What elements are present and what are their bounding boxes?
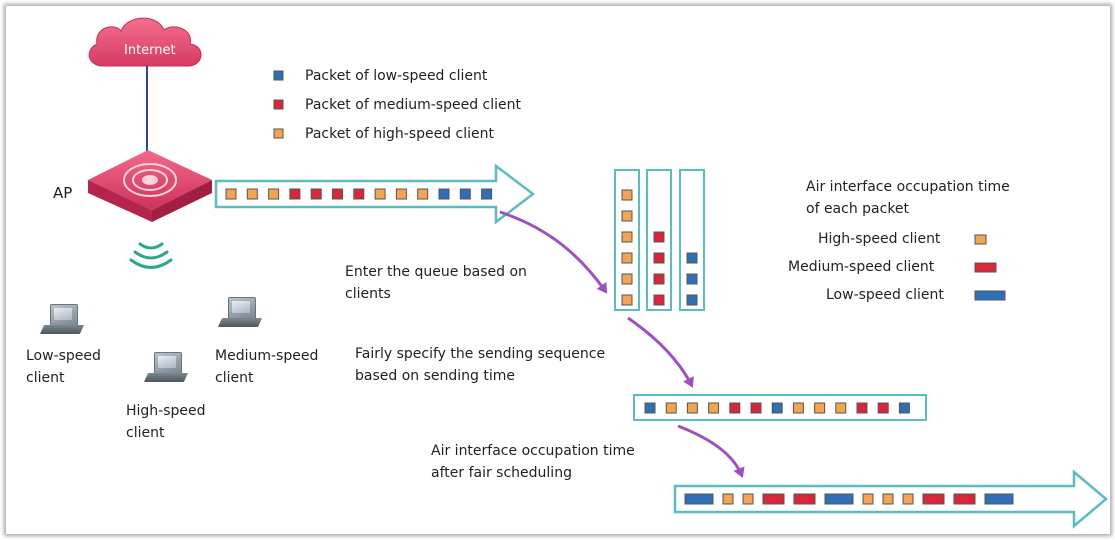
air-time-packets bbox=[684, 493, 1014, 505]
flow-arrow-air-time bbox=[677, 424, 745, 478]
legend-right-swatch-low bbox=[974, 290, 1006, 301]
legend-right-label-low: Low-speed client bbox=[826, 287, 944, 303]
legend-top-label-low: Packet of low-speed client bbox=[305, 68, 488, 84]
air-packet-low bbox=[684, 493, 714, 505]
step-air-after-line1: Air interface occupation time bbox=[431, 443, 635, 459]
scheduled-packet-medium bbox=[877, 402, 889, 414]
incoming-arrow bbox=[214, 163, 536, 225]
client-low-label-line1: Low-speed bbox=[26, 348, 101, 364]
scheduled-packet-medium bbox=[729, 402, 741, 414]
figure-frame bbox=[6, 6, 1110, 534]
scheduled-packet-low bbox=[898, 402, 910, 414]
legend-top-label-high: Packet of high-speed client bbox=[305, 126, 494, 142]
queue-packet-high bbox=[621, 231, 633, 243]
packet-low bbox=[438, 188, 450, 200]
air-packet-medium bbox=[762, 493, 785, 505]
legend-top-swatch-low bbox=[273, 70, 284, 81]
scheduled-packet-low bbox=[771, 402, 783, 414]
client-high-label-line2: client bbox=[126, 425, 165, 441]
internet-label: Internet bbox=[124, 43, 176, 58]
scheduled-packet-high bbox=[665, 402, 677, 414]
incoming-packets bbox=[225, 188, 493, 200]
packet-medium bbox=[310, 188, 322, 200]
laptop-icon bbox=[217, 297, 264, 331]
flow-arrow-enter-queue bbox=[499, 210, 608, 294]
queue-low-box bbox=[679, 169, 705, 311]
client-high-label-line1: High-speed bbox=[126, 403, 206, 419]
scheduled-packet-medium bbox=[856, 402, 868, 414]
air-packet-high bbox=[882, 493, 894, 505]
queue-packet-medium bbox=[653, 252, 665, 264]
air-packet-high bbox=[722, 493, 734, 505]
ap-label: AP bbox=[53, 184, 73, 202]
laptop-icon bbox=[143, 352, 190, 386]
access-point-icon bbox=[88, 150, 212, 222]
step-fairly-line1: Fairly specify the sending sequence bbox=[355, 346, 606, 362]
scheduled-packet-medium bbox=[750, 402, 762, 414]
scheduled-packet-low bbox=[644, 402, 656, 414]
scheduled-packet-high bbox=[835, 402, 847, 414]
queue-packet-high bbox=[621, 189, 633, 201]
queue-packet-high bbox=[621, 273, 633, 285]
packet-medium bbox=[332, 188, 343, 200]
queue-packet-high bbox=[621, 252, 633, 264]
packet-high bbox=[246, 188, 258, 200]
air-packet-high bbox=[862, 493, 874, 505]
laptop-icon bbox=[39, 304, 86, 338]
queue-packet-low bbox=[686, 294, 698, 306]
packet-low bbox=[459, 188, 471, 200]
legend-right-title-line2: of each packet bbox=[806, 201, 910, 217]
packet-medium bbox=[289, 188, 301, 200]
air-packet-medium bbox=[793, 493, 816, 505]
flow-arrow-fair-schedule bbox=[627, 316, 694, 388]
packet-medium bbox=[353, 188, 365, 200]
client-medium-label-line2: client bbox=[215, 370, 254, 386]
step-air-after-line2: after fair scheduling bbox=[431, 465, 572, 481]
queue-packet-high bbox=[621, 210, 633, 222]
step-enter-queue-line1: Enter the queue based on bbox=[345, 264, 527, 280]
air-packet-medium bbox=[953, 493, 976, 505]
legend-top-swatch-high bbox=[273, 128, 284, 139]
step-enter-queue-line2: clients bbox=[345, 286, 391, 302]
cloud-icon bbox=[88, 17, 202, 67]
packet-low bbox=[481, 188, 493, 200]
packet-high bbox=[417, 188, 429, 200]
scheduled-packet-high bbox=[792, 402, 804, 414]
queue-packet-medium bbox=[653, 294, 665, 306]
scheduled-packet-high bbox=[708, 402, 720, 414]
wifi-signal-icon bbox=[129, 242, 173, 269]
packet-high bbox=[225, 188, 237, 200]
legend-right-swatch-medium bbox=[974, 262, 997, 273]
queue-packet-high bbox=[621, 294, 633, 306]
queue-packets bbox=[621, 189, 698, 306]
scheduled-packets bbox=[644, 402, 910, 414]
legend-right-label-high: High-speed client bbox=[818, 231, 941, 247]
legend-right-title-line1: Air interface occupation time bbox=[806, 179, 1010, 195]
air-packet-low bbox=[984, 493, 1014, 505]
packet-high bbox=[374, 188, 386, 200]
queue-packet-medium bbox=[653, 273, 665, 285]
legend-top-swatch-medium bbox=[273, 99, 284, 110]
legend-right-label-medium: Medium-speed client bbox=[788, 259, 935, 275]
packet-high bbox=[395, 188, 407, 200]
air-packet-low bbox=[824, 493, 854, 505]
legend-top-label-medium: Packet of medium-speed client bbox=[305, 97, 521, 113]
queue-packet-medium bbox=[653, 231, 665, 243]
queue-packet-low bbox=[686, 273, 698, 285]
air-packet-medium bbox=[922, 493, 945, 505]
client-low-label-line2: client bbox=[26, 370, 65, 386]
air-packet-high bbox=[902, 493, 914, 505]
queue-packet-low bbox=[686, 252, 698, 264]
air-packet-high bbox=[742, 493, 754, 505]
packet-high bbox=[268, 188, 280, 200]
scheduled-packet-high bbox=[686, 402, 698, 414]
step-fairly-line2: based on sending time bbox=[355, 368, 515, 384]
client-medium-label-line1: Medium-speed bbox=[215, 348, 319, 364]
scheduled-packet-high bbox=[814, 402, 826, 414]
legend-right-swatch-high bbox=[974, 234, 987, 245]
